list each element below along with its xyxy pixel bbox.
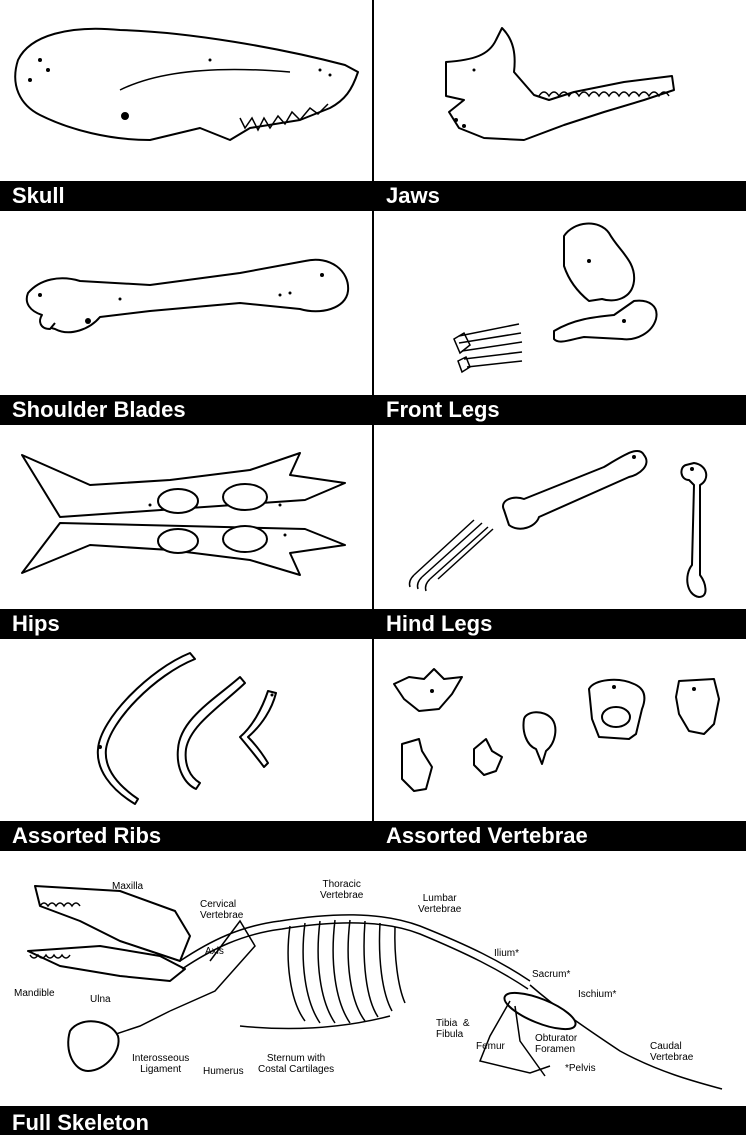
hips-drawing: [0, 425, 372, 609]
ann-humerus: Humerus: [203, 1066, 244, 1077]
label-full-skeleton: Full Skeleton: [0, 1106, 746, 1135]
panel-front-legs: [374, 211, 746, 395]
ann-axis: Axis: [205, 946, 224, 957]
label-assorted-vertebrae: Assorted Vertebrae: [374, 821, 746, 851]
ann-pelvis-note: *Pelvis: [565, 1063, 596, 1074]
ann-interosseous-ligament: Interosseous Ligament: [132, 1053, 189, 1075]
ann-maxilla: Maxilla: [112, 881, 143, 892]
hind-legs-drawing: [374, 425, 746, 609]
ann-femur: Femur: [476, 1041, 505, 1052]
ann-ilium: Ilium*: [494, 948, 519, 959]
label-skull: Skull: [0, 181, 372, 211]
ann-tibia-fibula: Tibia & Fibula: [436, 1018, 470, 1040]
panel-full-skeleton: Maxilla Cervical Vertebrae Thoracic Vert…: [0, 851, 746, 1106]
label-jaws: Jaws: [374, 181, 746, 211]
ann-cervical-vertebrae: Cervical Vertebrae: [200, 899, 243, 921]
jaws-drawing: [374, 0, 746, 181]
panel-shoulder-blades: [0, 211, 372, 395]
ann-obturator-foramen: Obturator Foramen: [535, 1033, 577, 1055]
skull-drawing: [0, 0, 372, 181]
label-front-legs: Front Legs: [374, 395, 746, 425]
ann-caudal-vertebrae: Caudal Vertebrae: [650, 1041, 693, 1063]
panel-hips: [0, 425, 372, 609]
label-hips: Hips: [0, 609, 372, 639]
ann-ulna: Ulna: [90, 994, 111, 1005]
shoulder-blade-drawing: [0, 211, 372, 395]
panel-hind-legs: [374, 425, 746, 609]
vertebrae-drawing: [374, 639, 746, 821]
panel-assorted-ribs: [0, 639, 372, 821]
panel-skull: [0, 0, 372, 181]
ribs-drawing: [0, 639, 372, 821]
panel-assorted-vertebrae: [374, 639, 746, 821]
ann-sacrum: Sacrum*: [532, 969, 570, 980]
label-shoulder-blades: Shoulder Blades: [0, 395, 372, 425]
label-assorted-ribs: Assorted Ribs: [0, 821, 372, 851]
ann-thoracic-vertebrae: Thoracic Vertebrae: [320, 879, 363, 901]
ann-mandible: Mandible: [14, 988, 55, 999]
front-legs-drawing: [374, 211, 746, 395]
label-hind-legs: Hind Legs: [374, 609, 746, 639]
ann-lumbar-vertebrae: Lumbar Vertebrae: [418, 893, 461, 915]
ann-ischium: Ischium*: [578, 989, 616, 1000]
panel-jaws: [374, 0, 746, 181]
ann-sternum: Sternum with Costal Cartilages: [258, 1053, 334, 1075]
